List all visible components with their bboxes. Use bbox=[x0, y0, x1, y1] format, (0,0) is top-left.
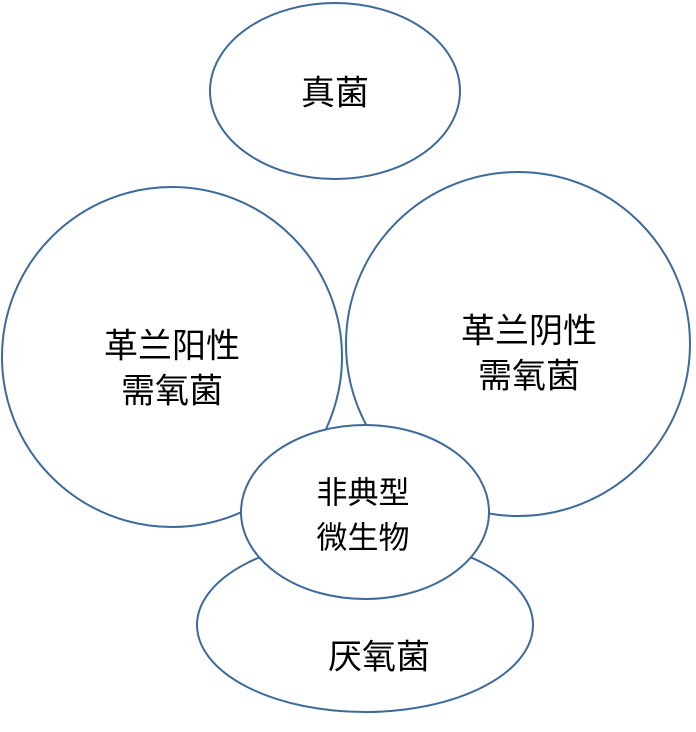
label-atypical-microorganisms-line1: 非典型 bbox=[317, 476, 410, 512]
label-gram-negative-aerobes-line2: 需氧菌 bbox=[478, 357, 580, 397]
shape-gram-positive-aerobes[interactable] bbox=[1, 186, 343, 528]
label-gram-negative-aerobes-line1: 革兰阴性 bbox=[461, 312, 597, 352]
shape-atypical-microorganisms[interactable] bbox=[240, 424, 490, 600]
label-fungi: 真菌 bbox=[301, 74, 369, 114]
label-gram-positive-aerobes-line2: 需氧菌 bbox=[121, 372, 223, 412]
shape-gram-negative-aerobes[interactable] bbox=[345, 171, 691, 517]
shape-fungi[interactable] bbox=[209, 2, 461, 180]
label-anaerobes: 厌氧菌 bbox=[328, 638, 430, 678]
label-atypical-microorganisms-line2: 微生物 bbox=[317, 521, 410, 557]
label-gram-positive-aerobes-line1: 革兰阳性 bbox=[104, 327, 240, 367]
